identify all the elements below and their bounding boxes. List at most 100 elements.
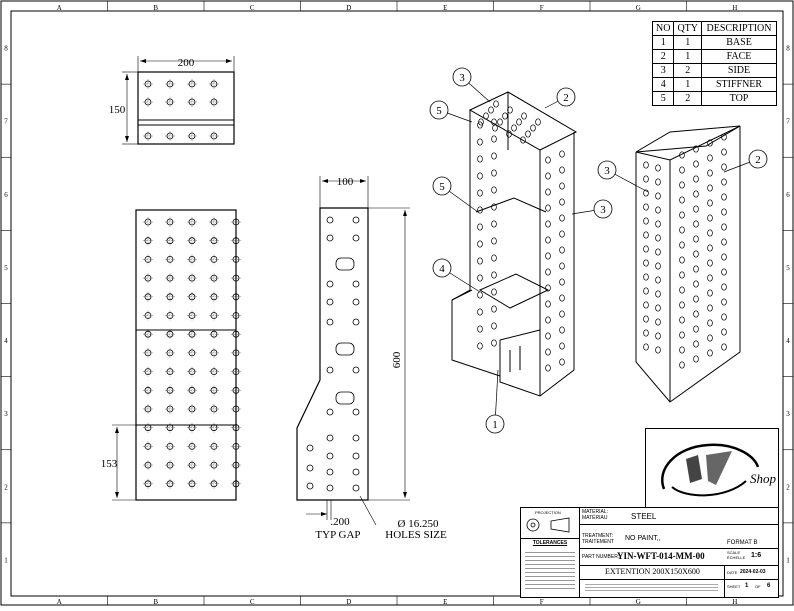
hole: [707, 139, 713, 147]
hole: [655, 318, 661, 326]
hole: [477, 206, 483, 214]
hole: [655, 248, 661, 256]
slot: [335, 391, 355, 405]
hole: [559, 214, 565, 222]
hole: [559, 342, 565, 350]
sheet-value: 1: [745, 583, 749, 589]
hole: [326, 408, 334, 416]
balloon-label: 4: [439, 263, 445, 275]
hole: [507, 106, 513, 114]
hole: [559, 182, 565, 190]
zone-col-label: B: [153, 598, 158, 606]
hole: [643, 259, 649, 267]
hole: [477, 342, 483, 350]
hole: [655, 262, 661, 270]
bom-cell-qty: 2: [673, 63, 703, 78]
hole: [545, 348, 551, 356]
hole: [655, 164, 661, 172]
hole: [545, 332, 551, 340]
hole: [477, 138, 483, 146]
zone-row-label: 4: [4, 337, 8, 345]
hole: [545, 172, 551, 180]
hole: [707, 184, 713, 192]
dim-top-height: 150: [109, 104, 126, 116]
hole: [679, 361, 685, 369]
balloon-label: 3: [604, 165, 610, 177]
hole: [693, 340, 699, 348]
hole: [655, 346, 661, 354]
hole: [721, 313, 727, 321]
logo-box: Shop: [645, 428, 779, 508]
zone-col-label: H: [732, 4, 737, 12]
hole: [693, 250, 699, 258]
bom-cell-description: TOP: [701, 91, 778, 106]
hole: [643, 175, 649, 183]
hole: [352, 408, 360, 416]
hole: [707, 334, 713, 342]
company-logo-icon: Shop: [661, 443, 777, 497]
balloon: [485, 414, 505, 434]
hole: [306, 444, 314, 452]
zone-row-label: 7: [4, 118, 8, 126]
hole: [477, 189, 483, 197]
balloon-label: 2: [755, 154, 761, 166]
bom-header-row: NO QTY DESCRIPTION: [651, 21, 778, 36]
hole: [491, 186, 497, 194]
hole: [693, 235, 699, 243]
zone-col-label: E: [443, 598, 447, 606]
hole: [530, 124, 536, 132]
bom-cell-qty: 1: [673, 77, 703, 92]
hole: [679, 286, 685, 294]
bom-cell-description: STIFFNER: [701, 77, 778, 92]
dim-top-width: 200: [178, 57, 195, 69]
hole: [679, 301, 685, 309]
hole: [491, 254, 497, 262]
hole: [559, 166, 565, 174]
balloon: [432, 176, 452, 196]
zone-col-label: D: [346, 4, 351, 12]
bom-cell-qty: 2: [673, 91, 703, 106]
top-view: 200 150: [109, 56, 235, 145]
zone-row-label: 5: [786, 264, 790, 272]
bom-cell-qty: 1: [673, 49, 703, 64]
hole: [545, 156, 551, 164]
hole: [491, 169, 497, 177]
hole: [721, 163, 727, 171]
treatment-value: NO PAINT,,: [625, 535, 661, 542]
zone-col-label: G: [636, 598, 641, 606]
zone-col-label: C: [250, 598, 255, 606]
hole: [655, 304, 661, 312]
balloon-label: 3: [600, 204, 606, 216]
zone-row-label: 8: [786, 45, 790, 53]
date-label: DATE: [727, 570, 738, 575]
hole: [352, 298, 360, 306]
balloon: [597, 160, 617, 180]
hole: [326, 298, 334, 306]
material-label: MATERIAL: MATÉRIAU: [582, 509, 609, 521]
zone-col-label: C: [250, 4, 255, 12]
hole: [707, 169, 713, 177]
hole: [721, 208, 727, 216]
hole: [707, 214, 713, 222]
hole: [491, 203, 497, 211]
logo-text: Shop: [750, 471, 777, 486]
hole: [352, 366, 360, 374]
format-label: FORMAT B: [727, 540, 758, 546]
hole: [721, 238, 727, 246]
hole: [655, 220, 661, 228]
hole: [721, 343, 727, 351]
hole: [545, 300, 551, 308]
hole: [693, 220, 699, 228]
hole: [559, 278, 565, 286]
hole: [559, 150, 565, 158]
zone-row-label: 2: [786, 483, 790, 491]
hole: [559, 198, 565, 206]
hole: [679, 181, 685, 189]
hole: [693, 145, 699, 153]
hole: [477, 274, 483, 282]
hole: [326, 216, 334, 224]
hole: [326, 452, 334, 460]
tolerances-label: TOLERANCES: [532, 540, 568, 546]
hole: [693, 265, 699, 273]
